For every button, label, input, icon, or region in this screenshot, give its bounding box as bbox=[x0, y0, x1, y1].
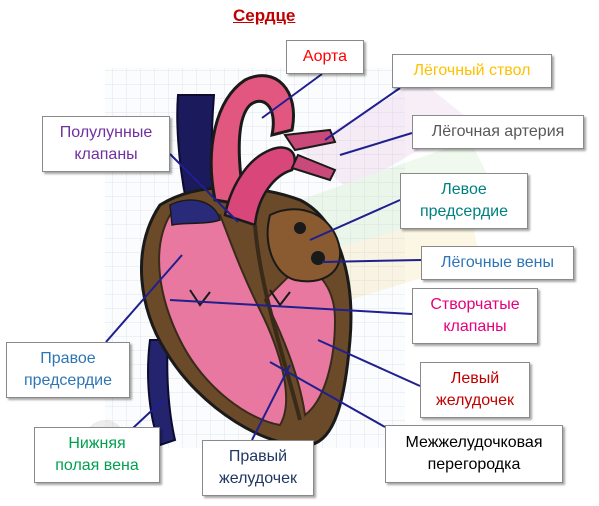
right-chambers bbox=[158, 214, 288, 427]
label-atrioventricular-valves: Створчатые клапаны bbox=[412, 288, 538, 344]
label-pulmonary-artery: Лёгочная артерия bbox=[412, 115, 584, 149]
septum-line bbox=[253, 224, 302, 421]
valve-marks bbox=[189, 289, 291, 307]
label-inferior-vena-cava: Нижняя полая вена bbox=[34, 427, 160, 483]
label-interventricular-septum: Межжелудочковая перегородка bbox=[385, 425, 563, 483]
label-left-atrium: Левое предсердие bbox=[400, 173, 528, 229]
superior-vena-cava bbox=[176, 94, 216, 201]
label-left-ventricle: Левый желудочек bbox=[420, 362, 530, 418]
label-right-atrium: Правое предсердие bbox=[6, 342, 130, 398]
aorta-vessel bbox=[209, 74, 295, 207]
label-aorta: Аорта bbox=[286, 40, 364, 74]
pulmonary-artery-vessel bbox=[283, 128, 337, 152]
pulmonary-trunk-vessel bbox=[223, 146, 296, 227]
label-semilunar-valves: Полулунные клапаны bbox=[42, 116, 170, 172]
label-pulmonary-veins: Лёгочные вены bbox=[421, 246, 574, 280]
pointer-lines bbox=[105, 73, 422, 443]
label-pulmonary-trunk: Лёгочный ствол bbox=[392, 54, 552, 88]
diagram-title: Сердце bbox=[233, 6, 296, 25]
inferior-vena-cava-shape bbox=[147, 339, 177, 447]
label-right-ventricle: Правый желудочек bbox=[202, 440, 314, 496]
right-atrium-inner bbox=[169, 199, 221, 226]
